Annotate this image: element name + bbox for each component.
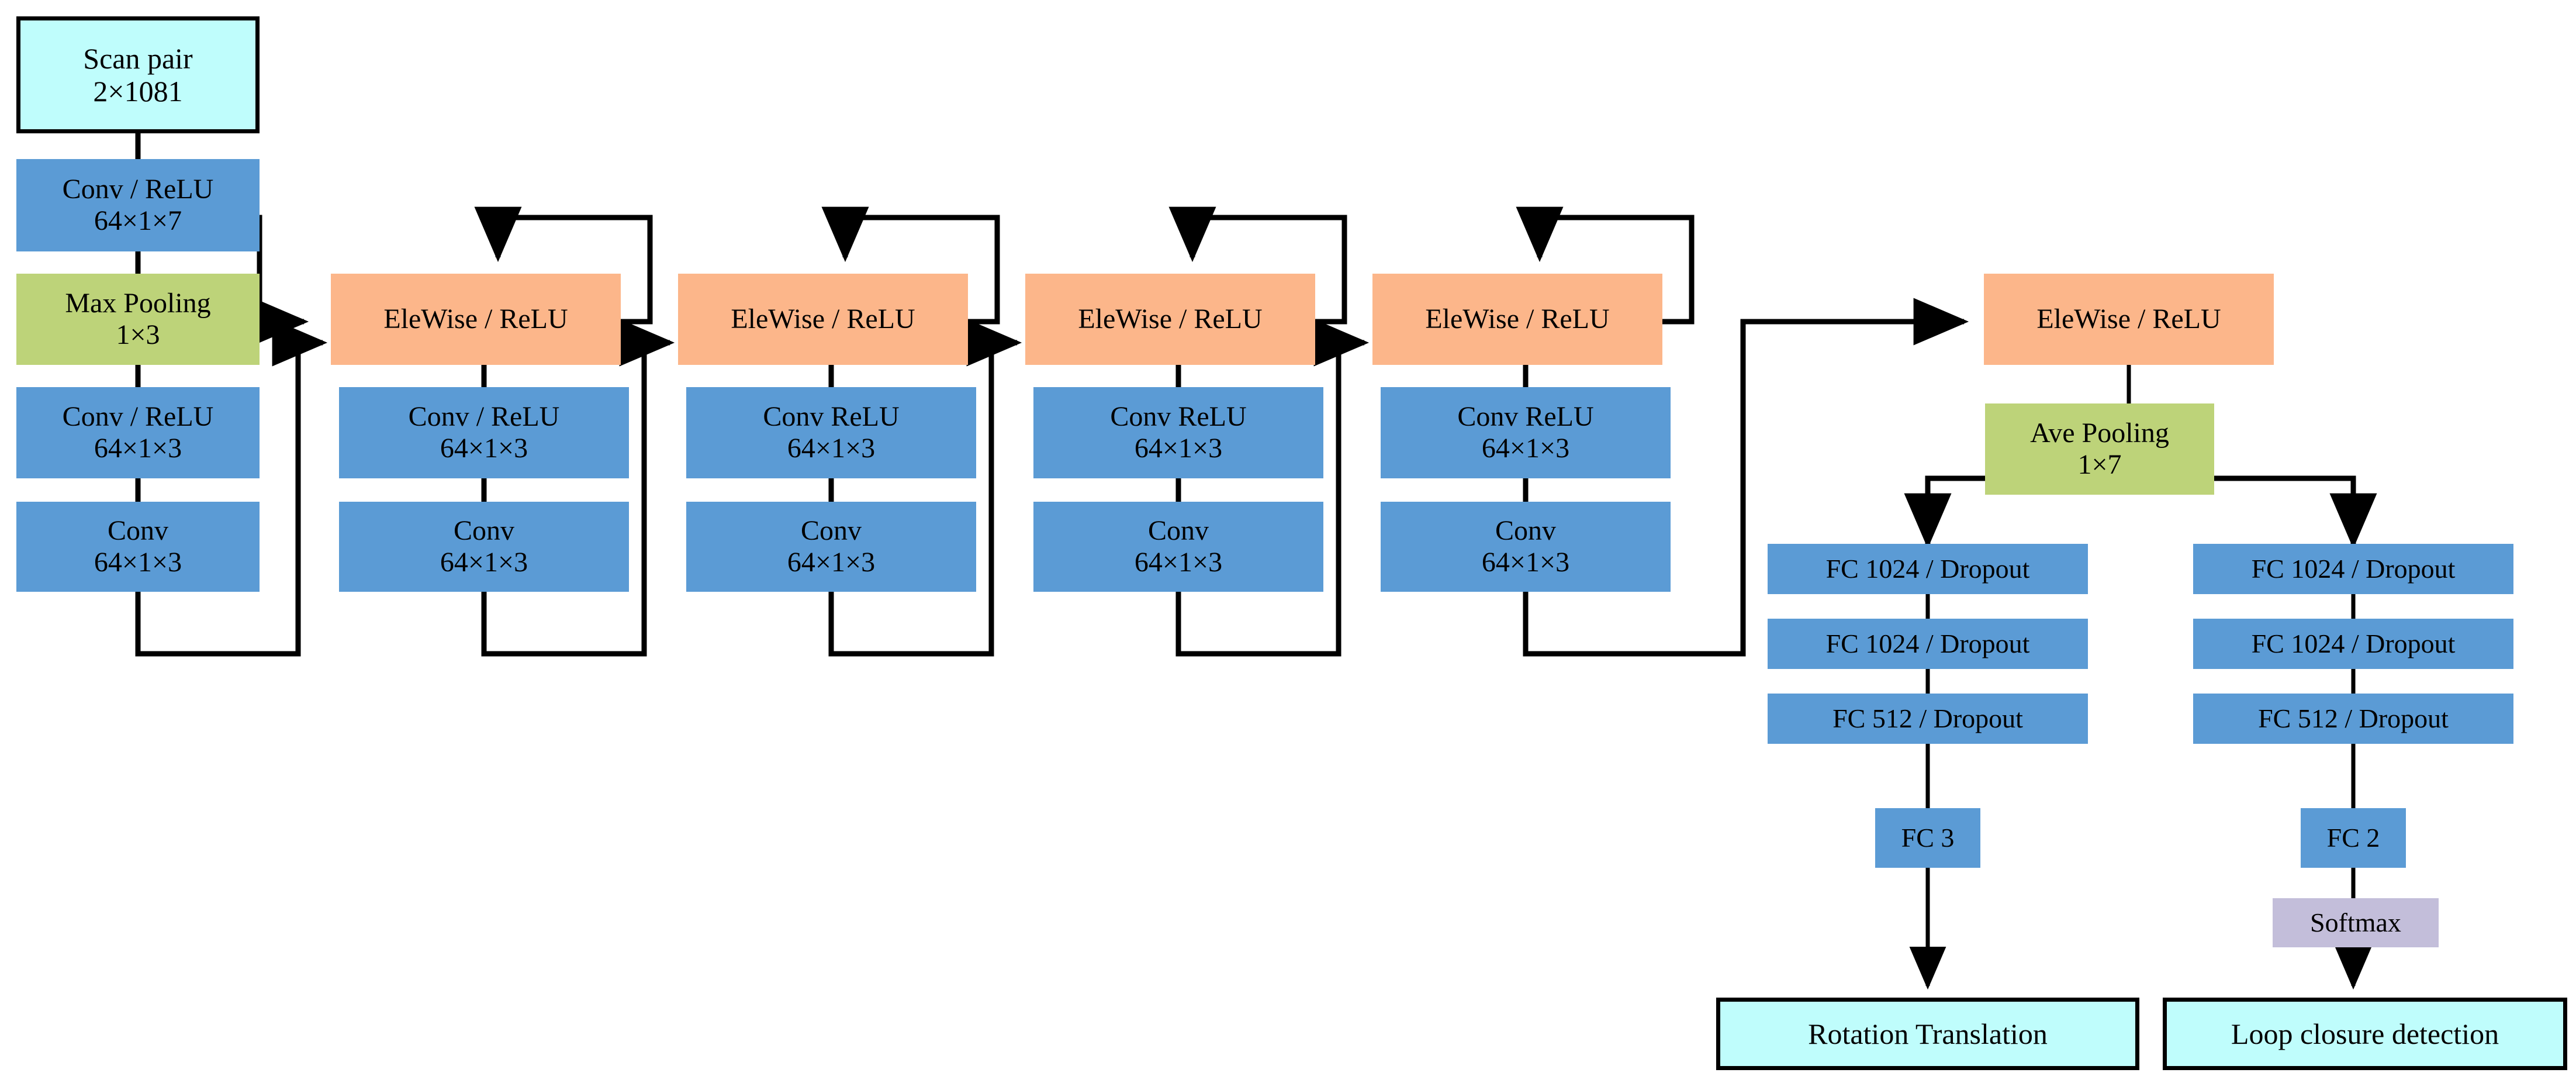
node-left-fc-3-label: FC 3: [1901, 823, 1955, 853]
node-output-loop-closure-detection: Loop closure detection: [2163, 998, 2567, 1070]
node-block2-conv1-line2: 64×1×3: [787, 433, 876, 464]
node-block3-conv2: Conv 64×1×3: [1033, 502, 1323, 592]
node-block2-conv1: Conv ReLU 64×1×3: [686, 387, 976, 478]
node-right-fc-512: FC 512 / Dropout: [2193, 694, 2513, 744]
node-conv1: Conv / ReLU 64×1×7: [16, 159, 260, 251]
node-elewise-1-label: EleWise / ReLU: [383, 303, 568, 335]
node-softmax: Softmax: [2273, 898, 2439, 947]
node-conv2-line1: Conv / ReLU: [62, 401, 214, 433]
node-conv2: Conv / ReLU 64×1×3: [16, 387, 260, 478]
node-block4-conv2: Conv 64×1×3: [1381, 502, 1671, 592]
node-block3-conv1-line1: Conv ReLU: [1110, 401, 1247, 433]
node-right-fc-1024-a-label: FC 1024 / Dropout: [2251, 554, 2456, 584]
edge-b1-out: [481, 343, 647, 657]
node-block2-conv2: Conv 64×1×3: [686, 502, 976, 592]
node-block1-conv2-line2: 64×1×3: [440, 547, 528, 578]
node-conv2-line2: 64×1×3: [94, 433, 182, 464]
node-left-fc-1024-a-label: FC 1024 / Dropout: [1825, 554, 2030, 584]
node-output-rotation-translation-label: Rotation Translation: [1808, 1017, 2048, 1050]
node-right-fc-2-label: FC 2: [2326, 823, 2380, 853]
node-block1-conv1: Conv / ReLU 64×1×3: [339, 387, 629, 478]
node-softmax-label: Softmax: [2310, 908, 2401, 938]
edge-conv3-down: [135, 343, 301, 657]
node-block1-conv1-line2: 64×1×3: [440, 433, 528, 464]
node-right-fc-512-label: FC 512 / Dropout: [2258, 703, 2449, 734]
node-elewise-4-label: EleWise / ReLU: [1425, 303, 1610, 335]
node-block4-conv2-line2: 64×1×3: [1481, 547, 1570, 578]
node-scan-pair-line1: Scan pair: [83, 42, 193, 75]
node-elewise-5: EleWise / ReLU: [1984, 274, 2274, 365]
node-ave-pooling-line2: 1×7: [2077, 449, 2122, 480]
node-block4-conv1: Conv ReLU 64×1×3: [1381, 387, 1671, 478]
edge-b2-out: [828, 343, 994, 657]
node-block3-conv2-line2: 64×1×3: [1134, 547, 1223, 578]
node-right-fc-1024-b: FC 1024 / Dropout: [2193, 619, 2513, 669]
node-block2-conv2-line2: 64×1×3: [787, 547, 876, 578]
node-block3-conv1-line2: 64×1×3: [1134, 433, 1223, 464]
node-left-fc-1024-b-label: FC 1024 / Dropout: [1825, 629, 2030, 659]
node-left-fc-3: FC 3: [1875, 808, 1980, 868]
node-max-pooling: Max Pooling 1×3: [16, 274, 260, 365]
node-ave-pooling: Ave Pooling 1×7: [1985, 403, 2214, 495]
node-block4-conv1-line2: 64×1×3: [1481, 433, 1570, 464]
node-left-fc-512: FC 512 / Dropout: [1768, 694, 2088, 744]
node-left-fc-512-label: FC 512 / Dropout: [1832, 703, 2023, 734]
node-block3-conv1: Conv ReLU 64×1×3: [1033, 387, 1323, 478]
node-left-fc-1024-b: FC 1024 / Dropout: [1768, 619, 2088, 669]
node-max-pooling-line1: Max Pooling: [65, 288, 211, 319]
node-block1-conv2-line1: Conv: [453, 515, 514, 547]
node-left-fc-1024-a: FC 1024 / Dropout: [1768, 544, 2088, 594]
edge-b3-out: [1175, 343, 1341, 657]
node-conv3: Conv 64×1×3: [16, 502, 260, 592]
node-scan-pair-line2: 2×1081: [93, 75, 183, 108]
node-ave-pooling-line1: Ave Pooling: [2030, 418, 2169, 449]
node-conv1-line2: 64×1×7: [94, 205, 182, 236]
node-block4-conv2-line1: Conv: [1495, 515, 1556, 547]
edge-avepool-right: [2214, 475, 2377, 549]
node-right-fc-1024-b-label: FC 1024 / Dropout: [2251, 629, 2456, 659]
node-elewise-4: EleWise / ReLU: [1372, 274, 1662, 365]
node-elewise-3: EleWise / ReLU: [1025, 274, 1315, 365]
node-block1-conv1-line1: Conv / ReLU: [408, 401, 560, 433]
node-elewise-5-label: EleWise / ReLU: [2036, 303, 2221, 335]
node-max-pooling-line2: 1×3: [116, 319, 160, 350]
node-elewise-2: EleWise / ReLU: [678, 274, 968, 365]
node-block2-conv2-line1: Conv: [800, 515, 862, 547]
node-elewise-1: EleWise / ReLU: [331, 274, 621, 365]
edge-b4-out-to-ele5: [1523, 298, 1969, 657]
node-right-fc-2: FC 2: [2301, 808, 2406, 868]
edge-res4-identity: [1516, 206, 1695, 325]
node-block1-conv2: Conv 64×1×3: [339, 502, 629, 592]
node-conv3-line2: 64×1×3: [94, 547, 182, 578]
node-block2-conv1-line1: Conv ReLU: [763, 401, 900, 433]
node-block3-conv2-line1: Conv: [1147, 515, 1209, 547]
node-conv3-line1: Conv: [107, 515, 168, 547]
node-elewise-2-label: EleWise / ReLU: [731, 303, 915, 335]
node-output-loop-closure-detection-label: Loop closure detection: [2231, 1017, 2499, 1050]
node-scan-pair: Scan pair 2×1081: [16, 16, 260, 133]
node-block4-conv1-line1: Conv ReLU: [1457, 401, 1594, 433]
node-right-fc-1024-a: FC 1024 / Dropout: [2193, 544, 2513, 594]
node-output-rotation-translation: Rotation Translation: [1716, 998, 2139, 1070]
node-conv1-line1: Conv / ReLU: [62, 174, 214, 205]
node-elewise-3-label: EleWise / ReLU: [1078, 303, 1263, 335]
